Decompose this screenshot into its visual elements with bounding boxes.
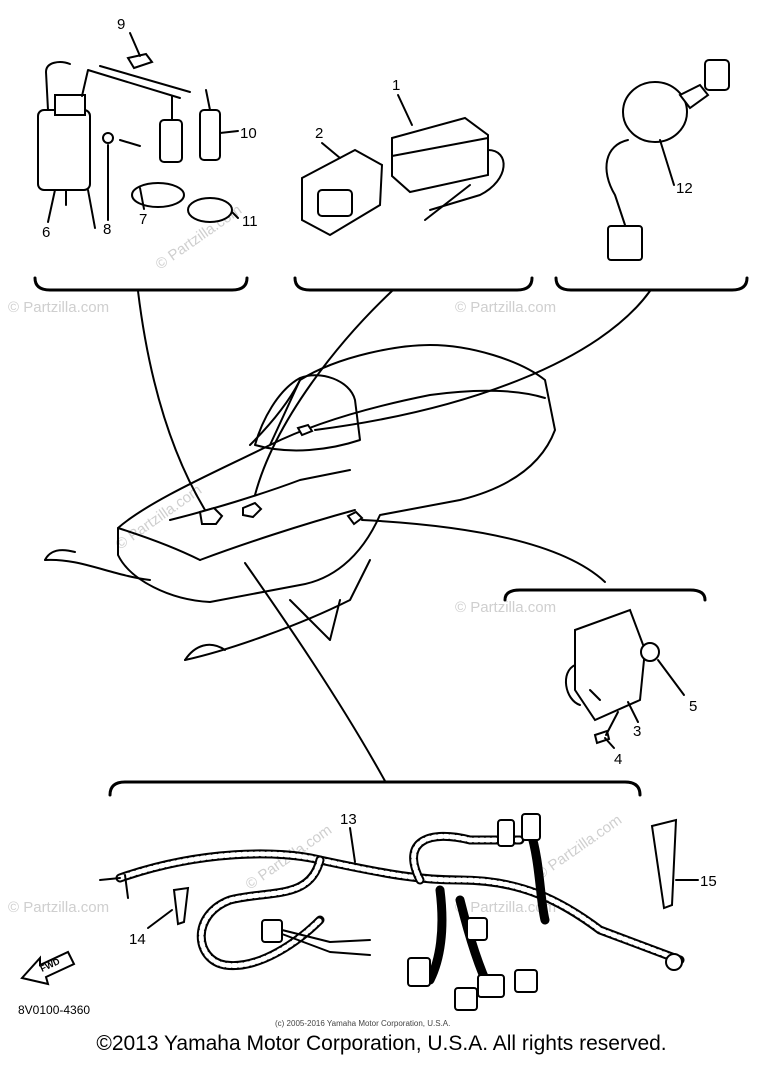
wire-harness-group: [99, 813, 685, 1011]
callout-1: 1: [392, 77, 400, 94]
callout-7: 7: [139, 211, 147, 228]
callout-11: 11: [242, 213, 258, 230]
regulator-group: [565, 608, 660, 745]
leader-lines: [137, 290, 651, 782]
snowmobile-illustration: [44, 344, 556, 661]
callout-13: 13: [340, 811, 357, 828]
small-copyright: (c) 2005-2016 Yamaha Motor Corporation, …: [275, 1019, 450, 1028]
callout-2: 2: [315, 125, 323, 142]
watermark-text: © Partzilla.com: [455, 599, 556, 616]
callout-15: 15: [700, 873, 717, 890]
main-switch-group: [605, 59, 730, 261]
callout-3: 3: [633, 723, 641, 740]
group-brackets: [33, 276, 749, 797]
callout-leaders: [47, 32, 699, 929]
copyright-footer: ©2013 Yamaha Motor Corporation, U.S.A. A…: [96, 1032, 667, 1055]
callout-14: 14: [129, 931, 146, 948]
callout-4: 4: [614, 751, 622, 768]
callout-12: 12: [676, 180, 693, 197]
callout-9: 9: [117, 16, 125, 33]
watermark-text: © Partzilla.com: [533, 811, 626, 883]
callout-6: 6: [42, 224, 50, 241]
watermark-text: © Partzilla.com: [455, 299, 556, 316]
callout-10: 10: [240, 125, 257, 142]
callout-8: 8: [103, 221, 111, 238]
front-direction-arrow: FWD: [20, 950, 76, 986]
watermark-text: © Partzilla.com: [455, 899, 556, 916]
ignition-coil-group: [37, 52, 233, 229]
clamp-and-tie: [172, 818, 678, 926]
watermarks: © Partzilla.com © Partzilla.com © Partzi…: [8, 201, 625, 916]
watermark-text: © Partzilla.com: [8, 899, 109, 916]
cdi-unit-group: [301, 116, 505, 237]
watermark-text: © Partzilla.com: [8, 299, 109, 316]
part-code: 8V0100-4360: [18, 1003, 90, 1017]
callout-5: 5: [689, 698, 697, 715]
callout-labels: 1 2 3 4 5 6 7 8 9 10 11 12 13 14 15: [42, 16, 717, 948]
